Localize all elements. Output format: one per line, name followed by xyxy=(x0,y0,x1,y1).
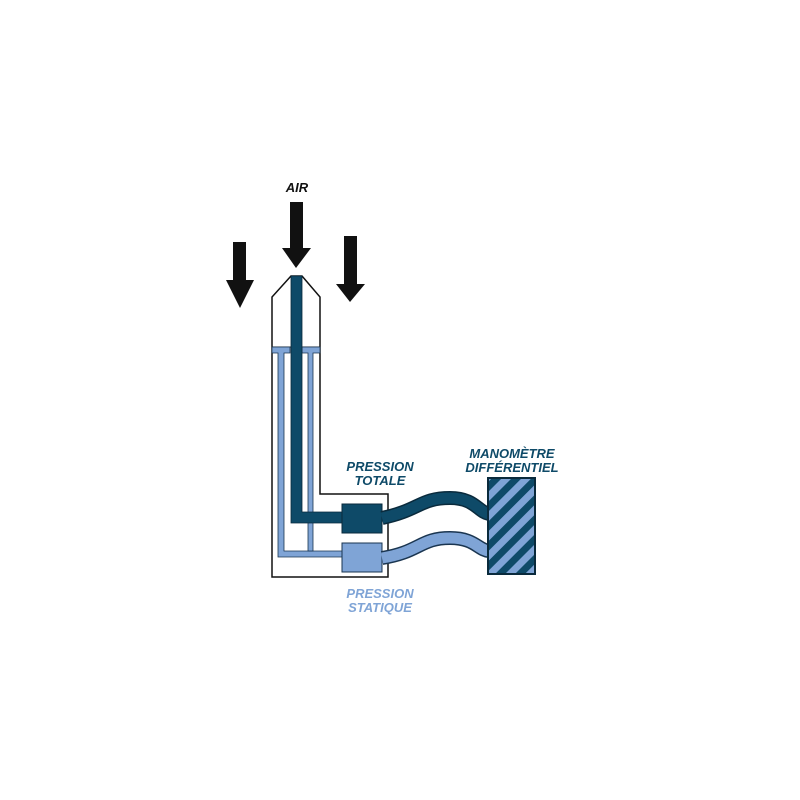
manometer-label-line2: DIFFÉRENTIEL xyxy=(465,460,558,475)
manometer-label-line1: MANOMÈTRE xyxy=(469,446,555,461)
air-label: AIR xyxy=(285,180,309,195)
static-pressure-label-line2: STATIQUE xyxy=(348,600,412,615)
total-pressure-label-line2: TOTALE xyxy=(355,473,406,488)
static-pressure-label-line1: PRESSION xyxy=(346,586,414,601)
air-arrow-left-icon xyxy=(226,242,254,308)
air-arrow-center-icon xyxy=(282,202,311,268)
static-pressure-port xyxy=(341,542,383,573)
total-pressure-label-line1: PRESSION xyxy=(346,459,414,474)
differential-manometer xyxy=(487,477,536,575)
air-arrow-right-icon xyxy=(336,236,365,302)
total-pressure-hose-fill xyxy=(380,492,491,524)
static-pressure-hose-fill xyxy=(381,532,491,564)
total-pressure-port xyxy=(341,503,383,534)
